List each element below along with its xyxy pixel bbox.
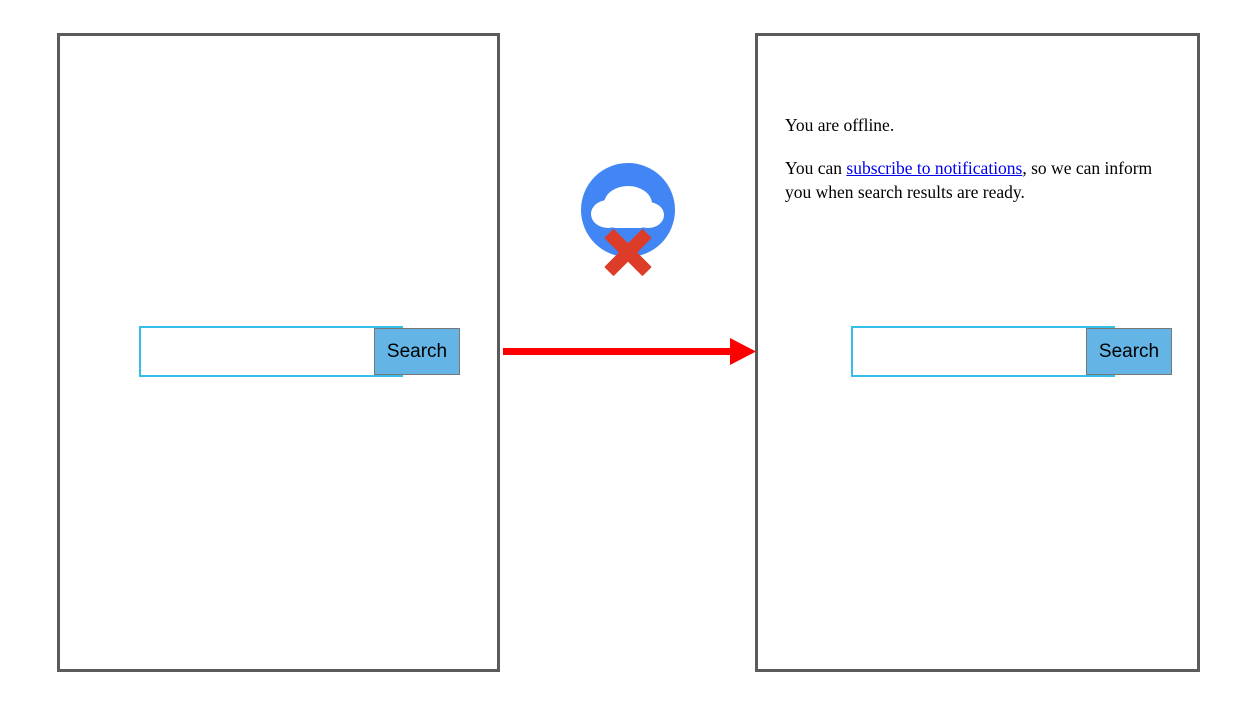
offline-heading: You are offline. xyxy=(785,115,895,135)
search-input[interactable] xyxy=(853,328,1086,375)
search-button[interactable]: Search xyxy=(1086,328,1172,375)
cross-shape xyxy=(604,229,652,276)
cloud-shape xyxy=(591,186,664,228)
offline-body: You can subscribe to notifications, so w… xyxy=(785,157,1175,204)
offline-message-block: You are offline. You can subscribe to no… xyxy=(785,114,1175,204)
search-widget-offline[interactable]: Search xyxy=(851,326,1172,377)
offline-search-screen: You are offline. You can subscribe to no… xyxy=(755,33,1200,672)
online-search-screen: Search xyxy=(57,33,500,672)
search-widget-online[interactable]: Search xyxy=(139,326,460,377)
search-button[interactable]: Search xyxy=(374,328,460,375)
cloud-offline-icon xyxy=(581,163,675,276)
right-arrow-icon xyxy=(503,338,756,365)
subscribe-to-notifications-link[interactable]: subscribe to notifications xyxy=(846,158,1023,179)
offline-body-prefix: You can xyxy=(785,158,847,179)
offline-body-suffix: , so we can inform you when search resul… xyxy=(785,158,1153,202)
search-input[interactable] xyxy=(141,328,374,375)
